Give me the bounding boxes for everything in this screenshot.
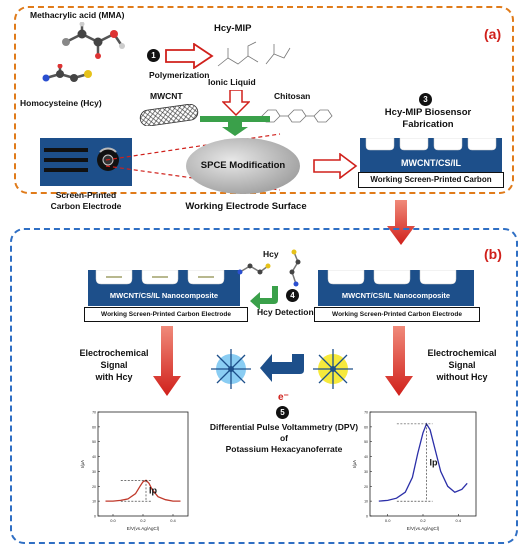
dpv-with-ip-label: Ip <box>149 486 158 496</box>
mma-label: Methacrylic acid (MMA) <box>30 10 125 20</box>
dpv-without-y-axis-label: I/μA <box>352 460 357 468</box>
dpv-chart-without-hcy: 0 10 20 30 40 50 60 70 0.0 0.2 0.4E/V(vs.Ag/AgCl) I… <box>352 411 477 531</box>
dpv-with-y-axis-label: I/μA <box>80 460 85 468</box>
dpv-with-y-tick-label: 0 <box>94 515 96 519</box>
right-cavities-icon <box>327 270 457 285</box>
biosensor-label-line2: Fabrication <box>402 119 454 130</box>
fabrication-arrow-icon <box>313 153 358 179</box>
left-composite-label: MWCNT/CS/IL Nanocomposite <box>109 291 219 300</box>
spce-label-line2: Carbon Electrode <box>50 201 122 211</box>
ionic-liquid-label: Ionic Liquid <box>208 77 256 87</box>
mwcnt-icon <box>139 104 199 126</box>
dpv-chart-with-hcy: 0 10 20 30 40 50 60 70 0.0 0.2 0.4E/V(vs.Ag/AgCl) I… <box>80 411 189 531</box>
panel-a-tag: (a) <box>484 26 502 42</box>
panel-transition-arrow-icon <box>387 200 415 245</box>
right-signal-arrow-icon <box>385 326 413 396</box>
working-surface-label: Working Electrode Surface <box>185 201 307 212</box>
dpv-without-x-axis-label: E/V(vs.Ag/AgCl) <box>407 526 440 531</box>
dpv-without-ip-label: Ip <box>430 458 439 468</box>
dpv-with-y-tick-label: 70 <box>92 411 96 415</box>
left-signal-arrow-icon <box>153 326 181 396</box>
electron-label: e⁻ <box>278 392 289 403</box>
ferricyanide-blue-icon <box>211 349 251 389</box>
dpv-with-series-line <box>105 479 181 502</box>
spce-modification-label: SPCE Modification <box>200 160 286 171</box>
dpv-with-y-tick-label: 50 <box>92 440 96 444</box>
green-merge-arrow-icon <box>200 116 270 136</box>
spce-label-line1: Screen-Printed <box>55 190 117 200</box>
panel-a-frame <box>14 6 514 194</box>
step-1-arrow-icon <box>165 43 214 69</box>
ferricyanide-yellow-icon <box>313 349 353 389</box>
panel-b-frame <box>10 228 518 544</box>
hcy-small-molecule-icon <box>237 263 271 275</box>
hcy-detection-molecule-label: Hcy <box>263 249 279 259</box>
hcy-detection-label: Hcy Detection <box>257 307 314 317</box>
signal-without-line3: without Hcy <box>436 372 488 382</box>
hcy-mip-label: Hcy-MIP <box>214 23 252 34</box>
hcy-chain-molecule-icon <box>289 249 301 287</box>
mwcnt-label: MWCNT <box>150 91 183 101</box>
spce-modification-ellipse <box>186 138 300 194</box>
right-composite-label: MWCNT/CS/IL Nanocomposite <box>341 291 451 300</box>
dpv-with-y-tick-label: 20 <box>92 485 96 489</box>
step-1-marker: 1 <box>147 49 160 62</box>
signal-with-line2: Signal <box>100 360 128 370</box>
dpv-with-x-tick-label: 0.4 <box>170 518 176 523</box>
dpv-without-y-tick-label: 70 <box>364 411 368 415</box>
dpv-without-series-line <box>378 422 468 502</box>
dpv-with-plot-frame <box>97 411 189 517</box>
right-wspce-label: Working Screen-Printed Carbon Electrode <box>314 307 480 322</box>
dpv-label-line3: Potassium Hexacyanoferrate <box>225 444 343 454</box>
left-cavities-icon <box>95 270 225 285</box>
dpv-with-y-tick-label: 30 <box>92 470 96 474</box>
mma-molecule-icon <box>62 22 125 59</box>
dpv-label-line1: Differential Pulse Voltammetry (DPV) <box>209 422 359 432</box>
signal-with-line3: with Hcy <box>95 372 133 382</box>
dpv-without-x-tick-label: 0.0 <box>385 518 391 523</box>
panel-b-tag: (b) <box>484 246 502 262</box>
dpv-without-y-tick-label: 60 <box>364 425 368 429</box>
dpv-with-y-tick-label: 60 <box>92 425 96 429</box>
biosensor-wspc-label: Working Screen-Printed Carbon <box>358 172 504 188</box>
biosensor-cavities-icon <box>365 138 497 151</box>
chitosan-label: Chitosan <box>274 91 311 101</box>
ionic-liquid-arrow-icon <box>222 90 250 116</box>
dpv-without-y-tick-label: 0 <box>366 515 368 519</box>
step-4-marker: 4 <box>286 289 299 302</box>
biosensor-label-line1: Hcy-MIP Biosensor <box>384 107 472 118</box>
dpv-without-x-tick-label: 0.2 <box>420 518 426 523</box>
dpv-with-x-tick-label: 0.2 <box>140 518 146 523</box>
signal-without-line2: Signal <box>448 360 476 370</box>
signal-with-line1: Electrochemical <box>79 348 149 358</box>
left-wspce-label: Working Screen-Printed Carbon Electrode <box>84 307 248 322</box>
dpv-without-y-tick-label: 30 <box>364 470 368 474</box>
dpv-label-line2: of <box>279 433 289 443</box>
step-3-marker: 3 <box>419 93 432 106</box>
dpv-with-x-axis-label: E/V(vs.Ag/AgCl) <box>127 526 160 531</box>
dpv-with-y-tick-label: 40 <box>92 455 96 459</box>
electron-transfer-arrow-icon <box>260 354 304 382</box>
hcy-label: Homocysteine (Hcy) <box>20 98 102 108</box>
step-5-marker: 5 <box>276 406 289 419</box>
hcy-molecule-icon <box>42 64 92 82</box>
dpv-with-x-tick-label: 0.0 <box>110 518 116 523</box>
dpv-without-y-tick-label: 10 <box>364 500 368 504</box>
dpv-without-y-tick-label: 50 <box>364 440 368 444</box>
hcy-mip-structure-icon <box>217 41 291 67</box>
polymerization-label: Polymerization <box>149 70 210 80</box>
dpv-with-y-tick-label: 10 <box>92 500 96 504</box>
dpv-without-y-tick-label: 20 <box>364 485 368 489</box>
signal-without-line1: Electrochemical <box>427 348 497 358</box>
biosensor-composite-label: MWCNT/CS/IL <box>401 158 461 168</box>
hcy-detection-arrow-icon <box>250 286 278 310</box>
dpv-without-x-tick-label: 0.4 <box>456 518 462 523</box>
dpv-without-y-tick-label: 40 <box>364 455 368 459</box>
